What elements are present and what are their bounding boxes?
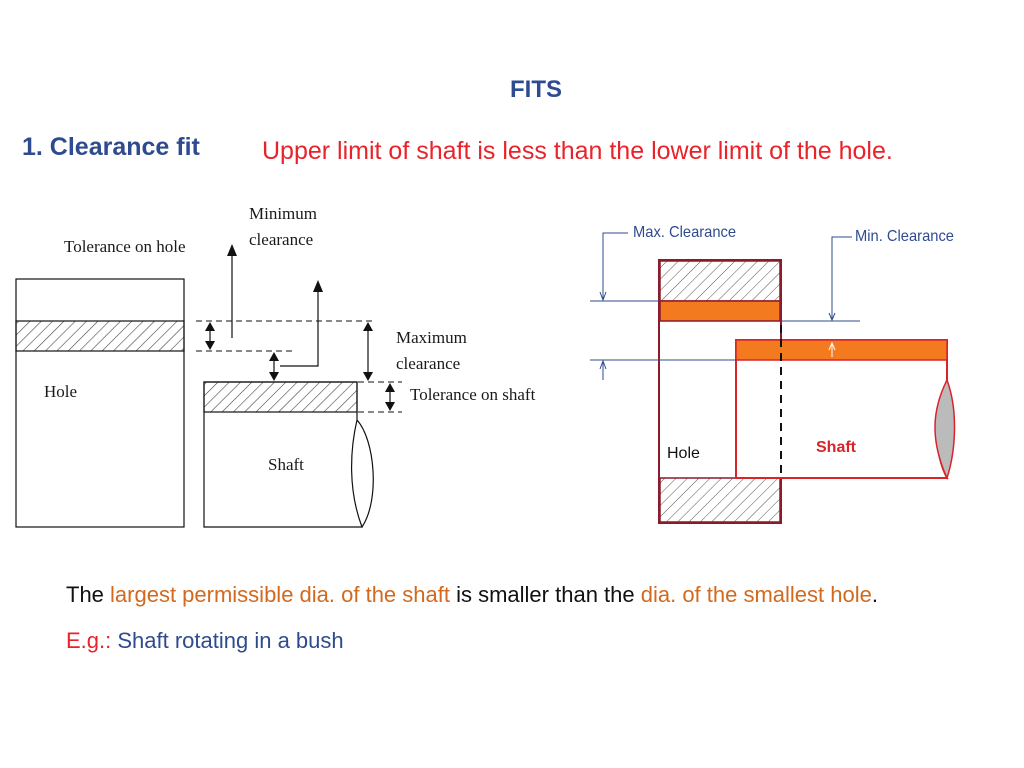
max-clearance-label: Max. Clearance	[633, 224, 737, 241]
maximum-clearance-label-line1: Maximum	[396, 328, 467, 347]
statement-part3: is smaller than the	[449, 582, 641, 607]
min-clearance-leader	[313, 280, 323, 292]
hole-bottom-wall	[659, 477, 781, 523]
tolerance-on-hole-leader	[227, 244, 237, 256]
minimum-clearance-label-line1: Minimum	[249, 204, 318, 223]
example-line: E.g.: Shaft rotating in a bush	[66, 628, 344, 654]
hole-tolerance-zone	[15, 320, 185, 352]
maximum-clearance-label-line2: clearance	[396, 354, 461, 373]
statement-part1: The	[66, 582, 111, 607]
example-text: Shaft rotating in a bush	[117, 628, 344, 653]
hole-tolerance-band	[659, 300, 781, 322]
min-clearance-label: Min. Clearance	[855, 228, 955, 245]
page-title: FITS	[510, 76, 562, 103]
shaft-tolerance-zone	[203, 381, 358, 413]
shaft-break-line	[356, 419, 374, 528]
left-diagram	[15, 244, 402, 528]
right-shaft-label: Shaft	[816, 439, 856, 456]
shaft-break-fill	[934, 378, 956, 481]
shaft-label: Shaft	[268, 455, 304, 474]
minimum-clearance-label-line2: clearance	[249, 230, 314, 249]
shaft-block	[203, 381, 363, 528]
example-prefix: E.g.:	[66, 628, 118, 653]
tolerance-on-hole-label: Tolerance on hole	[64, 237, 186, 256]
shaft-tolerance-band	[735, 339, 948, 361]
hole-top-wall	[659, 260, 781, 302]
statement-hole-phrase: dia. of the smallest hole	[640, 582, 872, 607]
statement-period: .	[871, 582, 878, 607]
fit-statement: The largest permissible dia. of the shaf…	[66, 582, 878, 608]
right-diagram	[590, 232, 956, 524]
tolerance-on-shaft-label: Tolerance on shaft	[410, 385, 536, 404]
right-hole-label: Hole	[667, 445, 700, 462]
section-heading: 1. Clearance fit	[22, 133, 200, 161]
definition-text: Upper limit of shaft is less than the lo…	[262, 137, 893, 165]
hole-block	[15, 278, 185, 528]
statement-shaft-phrase: largest permissible dia. of the shaft	[110, 582, 450, 607]
hole-label: Hole	[44, 382, 78, 401]
